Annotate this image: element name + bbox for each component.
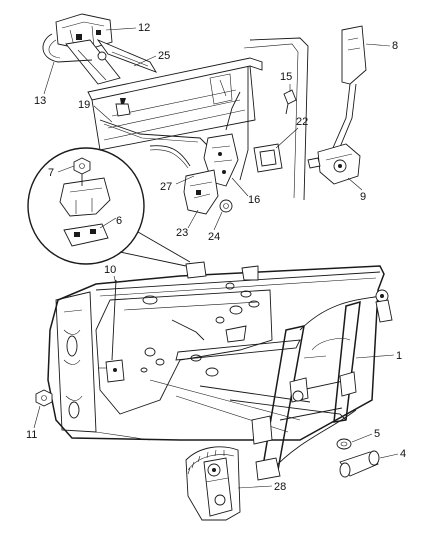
nut-part-11 (35, 389, 53, 407)
callout-4: 4 (400, 448, 406, 460)
callout-8: 8 (392, 40, 398, 52)
regulator-arm-part-8 (331, 25, 367, 153)
motor-part-9 (307, 143, 361, 185)
callout-9: 9 (360, 191, 366, 203)
leader-lines (33, 27, 399, 489)
door-inner-panel (47, 261, 385, 441)
callout-12: 12 (138, 22, 150, 34)
callout-6: 6 (116, 215, 122, 227)
latch-rod-part-13 (42, 33, 93, 63)
callout-10: 10 (104, 264, 116, 276)
linkage-rod-part-19 (99, 119, 215, 153)
bracket-part-6 (63, 223, 109, 247)
latch-part-25 (96, 38, 158, 73)
callout-19: 19 (78, 99, 90, 111)
callout-15: 15 (280, 71, 292, 83)
grommet-part-5 (336, 438, 352, 450)
rod-part-27 (149, 145, 191, 169)
callout-24: 24 (208, 231, 220, 243)
callout-25: 25 (158, 50, 170, 62)
callout-27: 27 (160, 181, 172, 193)
callout-1: 1 (396, 350, 402, 362)
window-regulator-part-1 (251, 289, 393, 481)
screw-part-15 (283, 89, 297, 115)
regulator-motor-part-4 (339, 450, 380, 478)
callout-13: 13 (34, 95, 46, 107)
door-check-part-10 (98, 279, 125, 383)
callout-7: 7 (48, 167, 54, 179)
nut-part-24 (219, 199, 233, 213)
lock-bracket-part-12 (55, 13, 121, 85)
bezel-part-22 (253, 143, 283, 173)
detail-magnifier (27, 147, 191, 267)
callout-5: 5 (374, 428, 380, 440)
callouts: 12 25 13 19 8 15 22 7 27 16 9 6 23 24 10… (26, 22, 406, 493)
nut-part-7 (73, 157, 91, 175)
sector-gear-part-28 (185, 446, 241, 521)
latch-bracket-part-23 (183, 169, 219, 215)
callout-16: 16 (248, 194, 260, 206)
callout-11: 11 (26, 429, 37, 441)
upper-door-assembly (87, 37, 309, 201)
callout-28: 28 (274, 481, 286, 493)
small-clip (115, 98, 131, 117)
callout-23: 23 (176, 227, 188, 239)
callout-22: 22 (296, 116, 308, 128)
